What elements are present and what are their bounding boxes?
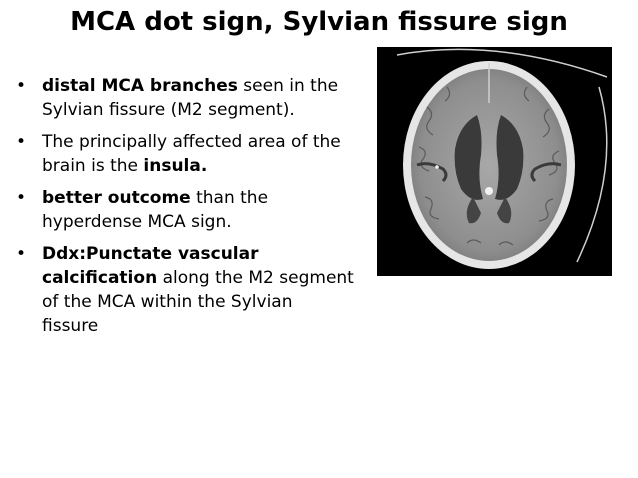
axial-ct-brain-icon [396,48,608,269]
scanner-arc [576,86,608,263]
left-lateral-ventricle [454,115,483,200]
right-sylvian-fissure [530,162,562,183]
sulci [418,86,560,246]
ct-brain-image [377,47,612,276]
brain-parenchyma [411,69,567,261]
bullet-text: The principally affected area of the bra… [42,132,341,176]
left-sylvian-fissure [416,162,448,183]
bullet-text: than the hyperdense MCA sign. [42,188,269,232]
bullet-item: • distal MCA branches seen in the Sylvia… [14,74,354,122]
bullet-text: seen in the Sylvian fissure (M2 segment)… [42,76,339,120]
bullet-item: • The principally affected area of the b… [14,130,354,178]
bullet-list: • distal MCA branches seen in the Sylvia… [14,74,354,346]
bullet-text-bold: insula. [143,156,208,176]
left-occipital-horn [466,197,481,224]
calcification-dot [485,187,493,195]
right-occipital-horn [497,197,512,224]
mca-dot [435,165,439,169]
right-lateral-ventricle [495,115,524,200]
slide-title: MCA dot sign, Sylvian fissure sign [70,7,568,37]
bullet-item: • Ddx:Punctate vascular calcification al… [14,242,354,338]
scanner-arc [396,48,608,78]
bullet-dot-icon: • [16,188,27,208]
bullet-text-bold: distal MCA branches [42,76,238,96]
bullet-dot-icon: • [16,132,27,152]
bullet-item: • better outcome than the hyperdense MCA… [14,186,354,234]
bullet-text-bold: better outcome [42,188,191,208]
bullet-text: along the M2 segment of the MCA within t… [42,268,354,336]
bullet-text-bold: Ddx:Punctate vascular calcification [42,244,259,288]
bullet-dot-icon: • [16,76,27,96]
bullet-dot-icon: • [16,244,27,264]
